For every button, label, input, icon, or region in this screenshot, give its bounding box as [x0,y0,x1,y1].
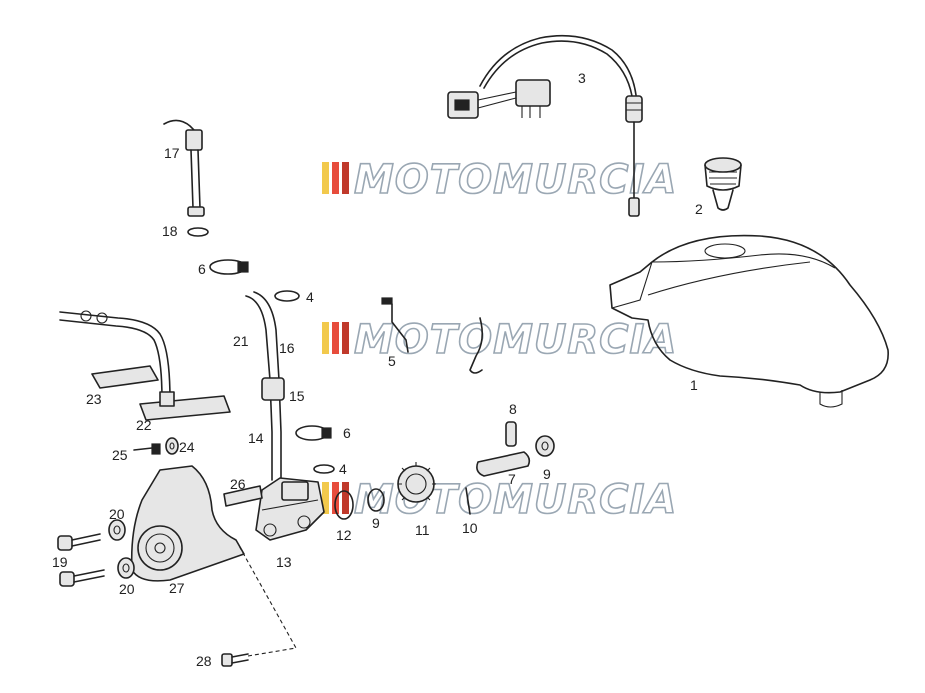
callout-2: 2 [695,201,703,217]
pin-8-part [505,421,517,447]
callout-15: 15 [289,388,305,404]
callout-18: 18 [162,223,178,239]
callout-9-left: 9 [372,515,380,531]
callout-7: 7 [508,471,516,487]
callout-26: 26 [230,476,246,492]
callout-20-lower: 20 [119,581,135,597]
callout-5: 5 [388,353,396,369]
callout-22: 22 [136,417,152,433]
callout-21: 21 [233,333,249,349]
oil-tank-part [609,234,889,408]
callout-13: 13 [276,554,292,570]
washer-9-right-part [535,435,555,457]
callout-23: 23 [86,391,102,407]
callout-4-lower: 4 [339,461,347,477]
filler-tube-part [163,119,205,217]
shaft-7-part [476,451,531,477]
washer-20-upper-part [108,519,126,541]
callout-27: 27 [169,580,185,596]
callout-3: 3 [578,70,586,86]
bolt-19-upper-part [57,533,101,551]
washer-9-left-part [367,488,385,512]
hose-clamp-lower-part [295,425,332,441]
callout-17: 17 [164,145,180,161]
callout-6-upper: 6 [198,261,206,277]
callout-6-lower: 6 [343,425,351,441]
pump-cover-part [130,465,245,582]
callout-10: 10 [462,520,478,536]
washer-24-part [165,437,179,455]
gear-11-part [397,462,436,503]
clip-4-upper-part [274,290,300,302]
watermark-text: MOTOMURCIA [354,157,677,203]
callout-1: 1 [690,377,698,393]
callout-24: 24 [179,439,195,455]
callout-20-upper: 20 [109,506,125,522]
callout-8: 8 [509,401,517,417]
clip-18-part [187,227,209,237]
callout-14: 14 [248,430,264,446]
seal-12-part [334,490,354,520]
callout-11: 11 [415,522,430,538]
oil-hose-part [245,291,285,481]
bolt-19-lower-part [59,569,105,587]
shaft-10-part [465,487,471,515]
hose-clamp-upper-part [209,259,249,275]
level-sensor-part [447,34,643,217]
watermark-middle: MOTOMURCIA [322,316,677,364]
callout-16: 16 [279,340,295,356]
callout-labels: 1 2 3 4 4 5 6 6 7 8 9 9 10 11 12 13 14 1… [52,70,703,669]
callout-28: 28 [196,653,212,669]
throttle-cable-part [59,310,231,421]
clip-4-lower-part [313,464,335,474]
bolt-28-part [221,653,249,667]
tank-cap-part [704,157,742,211]
oil-pump-part [255,477,325,541]
bolt-25-part [133,443,161,455]
breather-5-part [381,297,484,374]
callout-12: 12 [336,527,352,543]
watermark-text: MOTOMURCIA [354,317,677,363]
watermark-top: MOTOMURCIA [322,156,677,204]
callout-9-right: 9 [543,466,551,482]
callout-4-upper: 4 [306,289,314,305]
callout-19: 19 [52,554,68,570]
washer-20-lower-part [117,557,135,579]
assembly-dashed-line [237,543,297,657]
pin-26-part [223,485,263,507]
callout-25: 25 [112,447,128,463]
